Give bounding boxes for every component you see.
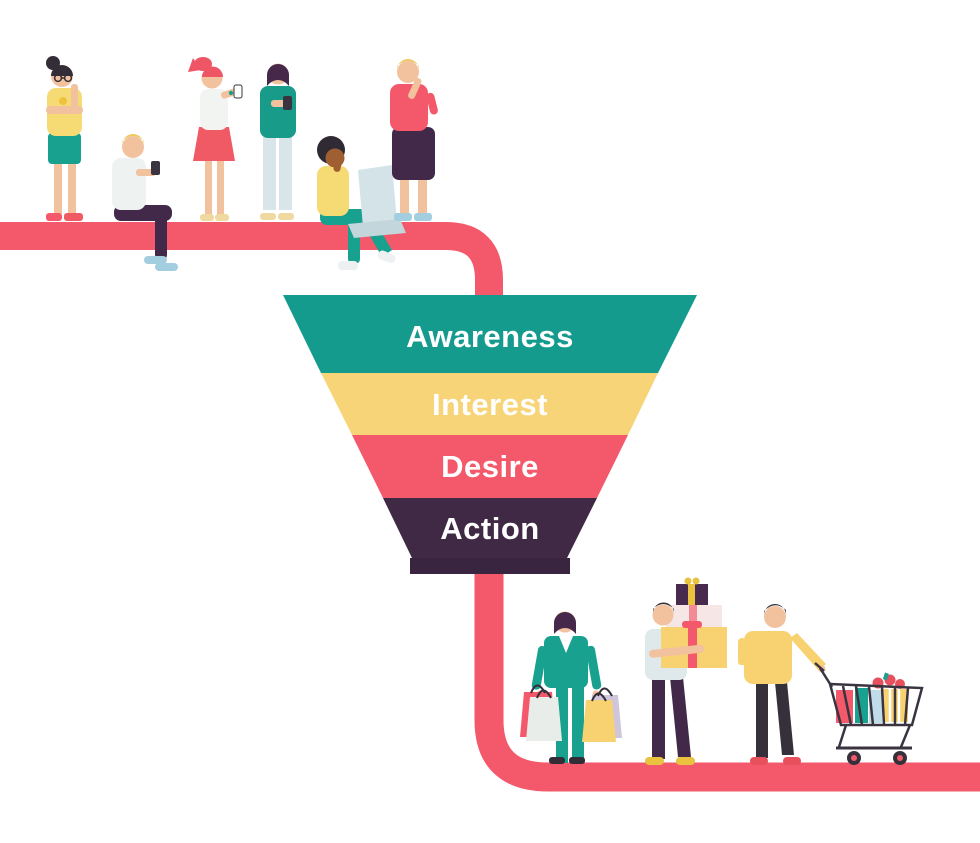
hair — [122, 134, 144, 145]
sweater — [317, 166, 349, 216]
sweater — [744, 631, 792, 684]
person-man-standing-thinking — [390, 59, 438, 221]
head — [764, 606, 786, 628]
shoes — [549, 757, 585, 764]
head — [325, 148, 345, 168]
arm-to-cart — [790, 633, 826, 671]
skirt — [193, 127, 235, 161]
cart-frame — [814, 662, 924, 750]
funnel-stage-interest — [321, 373, 658, 435]
hair — [397, 59, 419, 70]
wristwatch — [228, 90, 234, 96]
shoes — [750, 757, 801, 765]
funnel: Awareness Interest Desire Action — [283, 295, 697, 574]
shoes — [260, 213, 294, 220]
shopping-cart — [814, 662, 924, 765]
tshirt — [200, 89, 228, 130]
arm-akimbo — [426, 92, 438, 115]
person-girl-ponytail-with-phone — [188, 57, 243, 221]
head — [122, 136, 144, 158]
legs — [54, 160, 76, 214]
hair-bun — [46, 56, 60, 70]
legs — [756, 682, 794, 758]
person-man-sitting-with-phone — [112, 134, 178, 271]
customer-path-top — [0, 222, 503, 300]
person-man-carrying-gift-boxes — [645, 577, 727, 765]
glasses — [53, 73, 73, 83]
pants — [263, 134, 292, 210]
tshirt — [260, 86, 296, 138]
shopping-bags-right — [582, 687, 622, 742]
legs — [205, 158, 224, 216]
funnel-label-desire: Desire — [441, 449, 539, 484]
shoes — [200, 214, 229, 221]
funnel-label-awareness: Awareness — [406, 319, 574, 354]
inner-top — [559, 636, 573, 653]
person-man-pushing-cart — [738, 604, 826, 765]
person-woman-sitting-with-laptop — [317, 136, 406, 270]
funnel-stage-action — [383, 498, 597, 558]
funnel-label-interest: Interest — [432, 387, 548, 422]
funnel-stage-desire — [352, 435, 628, 498]
legs — [400, 176, 427, 215]
funnel-label-action: Action — [440, 511, 539, 546]
shorts — [48, 133, 81, 164]
shopping-bags-left — [520, 684, 562, 741]
calf — [155, 214, 167, 260]
pants — [556, 684, 584, 763]
laptop-base — [348, 219, 406, 238]
arm-holding-boxes — [648, 644, 705, 658]
jacket — [544, 636, 588, 688]
hair-bob — [267, 64, 289, 86]
forearm-akimbo — [738, 658, 752, 665]
sneaker — [377, 250, 396, 264]
head — [397, 61, 419, 83]
sneaker — [338, 261, 358, 270]
funnel-stage-awareness — [283, 295, 697, 373]
hand-on-chin — [71, 84, 78, 110]
funnel-spout — [410, 558, 570, 574]
hair-bob — [554, 612, 576, 634]
phone — [233, 84, 243, 99]
shoes — [645, 757, 695, 765]
shoes — [46, 213, 83, 221]
phone — [283, 96, 292, 110]
hair — [653, 602, 674, 613]
arm-right — [586, 645, 602, 690]
person-woman-bob-with-phone — [260, 63, 296, 220]
hair — [764, 604, 786, 615]
customer-path-bottom — [474, 552, 980, 792]
tshirt — [390, 84, 428, 131]
arm-left — [531, 645, 547, 690]
hand-on-chin — [408, 77, 422, 99]
arm-akimbo — [738, 638, 746, 663]
laptop-screen — [358, 165, 397, 227]
shoes — [144, 256, 178, 271]
legs — [652, 677, 691, 759]
shorts — [392, 127, 435, 180]
ponytail-tip — [188, 58, 201, 72]
person-woman-thinking-glasses — [46, 56, 83, 221]
tshirt-heart — [59, 97, 67, 105]
phone — [151, 161, 160, 175]
head — [652, 604, 674, 626]
cart-wheels — [847, 751, 907, 765]
person-woman-with-shopping-bags — [520, 611, 622, 764]
shoes — [394, 213, 432, 221]
tshirt — [112, 158, 146, 210]
